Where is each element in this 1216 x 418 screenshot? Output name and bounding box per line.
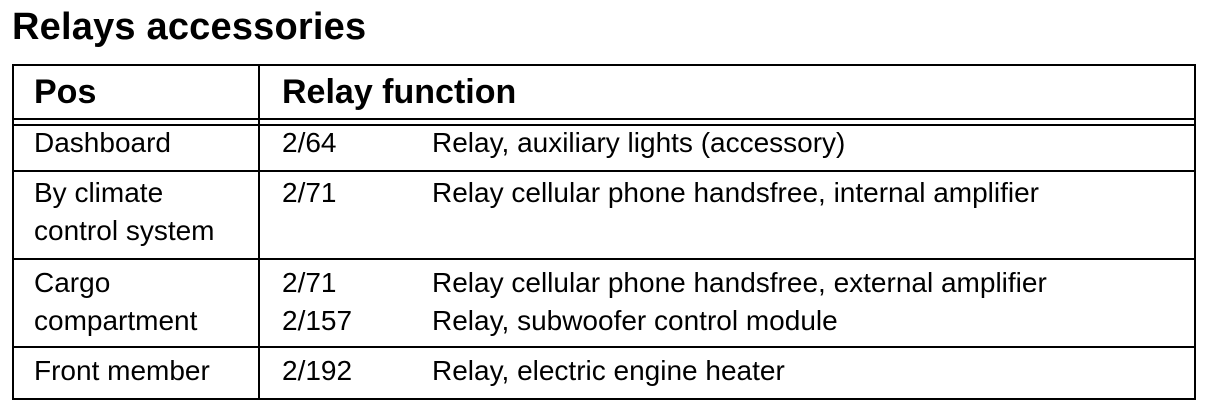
row-2-pos-line-1: By climate: [34, 177, 164, 208]
page-title: Relays accessories: [12, 6, 367, 48]
row-3-pos-line-1: Cargo: [34, 267, 111, 298]
row-3-description-1: Relay cellular phone handsfree, external…: [432, 267, 1047, 298]
row-4-description-1: Relay, electric engine heater: [432, 355, 785, 386]
row-3-pos-line-2: compartment: [34, 305, 198, 336]
row-divider-3: [14, 346, 1194, 348]
relays-table: Pos Relay function Dashboard 2/64 Relay,…: [12, 64, 1196, 400]
header-rule-top: [14, 118, 1194, 120]
row-divider-1: [14, 170, 1194, 172]
row-3-code-2: 2/157: [282, 305, 353, 336]
row-3-code-1: 2/71: [282, 267, 337, 298]
row-1-pos-line-1: Dashboard: [34, 127, 171, 158]
header-relay-function: Relay function: [282, 73, 517, 111]
row-1-code-1: 2/64: [282, 127, 337, 158]
header-rule-bottom: [14, 124, 1194, 126]
header-pos: Pos: [34, 73, 97, 111]
row-4-pos-line-1: Front member: [34, 355, 210, 386]
row-2-pos-line-2: control system: [34, 215, 215, 246]
row-2-code-1: 2/71: [282, 177, 337, 208]
row-3-description-2: Relay, subwoofer control module: [432, 305, 838, 336]
row-4-code-1: 2/192: [282, 355, 353, 386]
row-2-description-1: Relay cellular phone handsfree, internal…: [432, 177, 1040, 208]
column-divider: [258, 66, 260, 398]
row-1-description-1: Relay, auxiliary lights (accessory): [432, 127, 846, 158]
row-divider-2: [14, 258, 1194, 260]
